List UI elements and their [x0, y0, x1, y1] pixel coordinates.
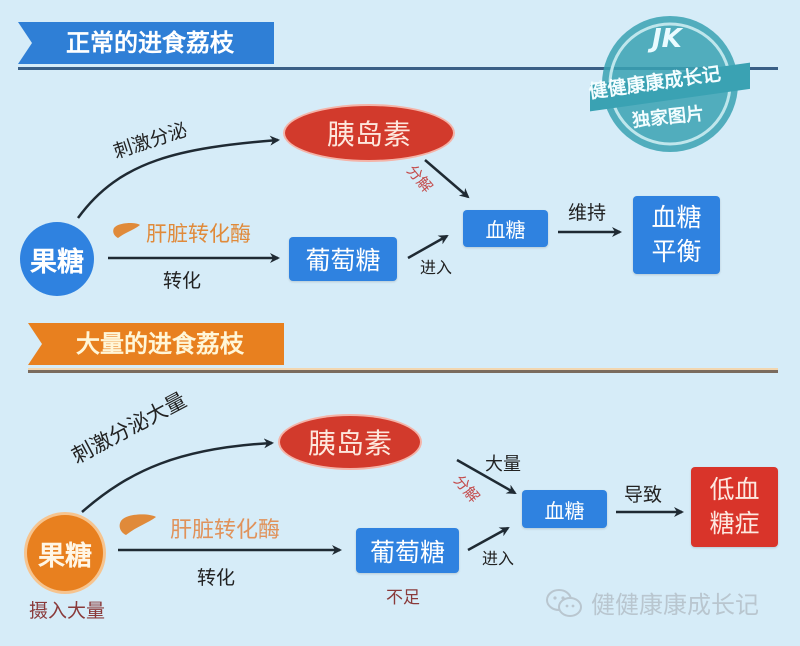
blood-sugar-node: 血糖	[463, 210, 548, 247]
section-1-divider	[18, 67, 778, 70]
hypoglycemia-node: 低血 糖症	[691, 467, 778, 547]
fructose-node: 果糖	[20, 222, 94, 296]
result-line-2: 糖症	[709, 509, 760, 538]
convert-label: 转化	[163, 270, 202, 292]
liver-enzyme-label: 肝脏转化酶	[146, 222, 251, 246]
result-line-2: 平衡	[651, 237, 702, 266]
section-2-title: 大量的进食荔枝	[28, 323, 284, 365]
result-line-1: 血糖	[651, 203, 702, 232]
section-2-divider	[28, 370, 778, 373]
maintain-label: 维持	[568, 202, 607, 224]
section-1-title: 正常的进食荔枝	[18, 22, 274, 64]
fructose-node-large: 果糖	[27, 515, 103, 591]
wechat-icon	[546, 588, 582, 617]
enter-label: 进入	[420, 258, 453, 277]
stamp-logo: JK	[652, 24, 682, 54]
convert-label-large: 转化	[197, 567, 236, 589]
blood-sugar-node-large: 血糖	[522, 490, 607, 528]
intake-large-label: 摄入大量	[29, 600, 106, 622]
blood-sugar-balance-node: 血糖 平衡	[633, 196, 720, 274]
liver-icon	[113, 223, 140, 238]
insufficient-label: 不足	[386, 588, 420, 608]
watermark: 健健康康成长记	[545, 585, 759, 620]
glucose-node-large: 葡萄糖	[356, 528, 459, 573]
watermark-text: 健健康康成长记	[591, 591, 759, 619]
insulin-node: 胰岛素	[285, 106, 453, 160]
insulin-node-large: 胰岛素	[280, 416, 420, 468]
enter-label-large: 进入	[482, 549, 515, 568]
liver-icon	[119, 514, 156, 535]
large-amount-label: 大量	[485, 454, 521, 475]
liver-enzyme-label-large: 肝脏转化酶	[170, 518, 281, 543]
result-line-1: 低血	[709, 475, 760, 504]
stamp-badge	[590, 16, 750, 152]
glucose-node: 葡萄糖	[289, 237, 397, 281]
cause-label: 导致	[624, 484, 663, 506]
